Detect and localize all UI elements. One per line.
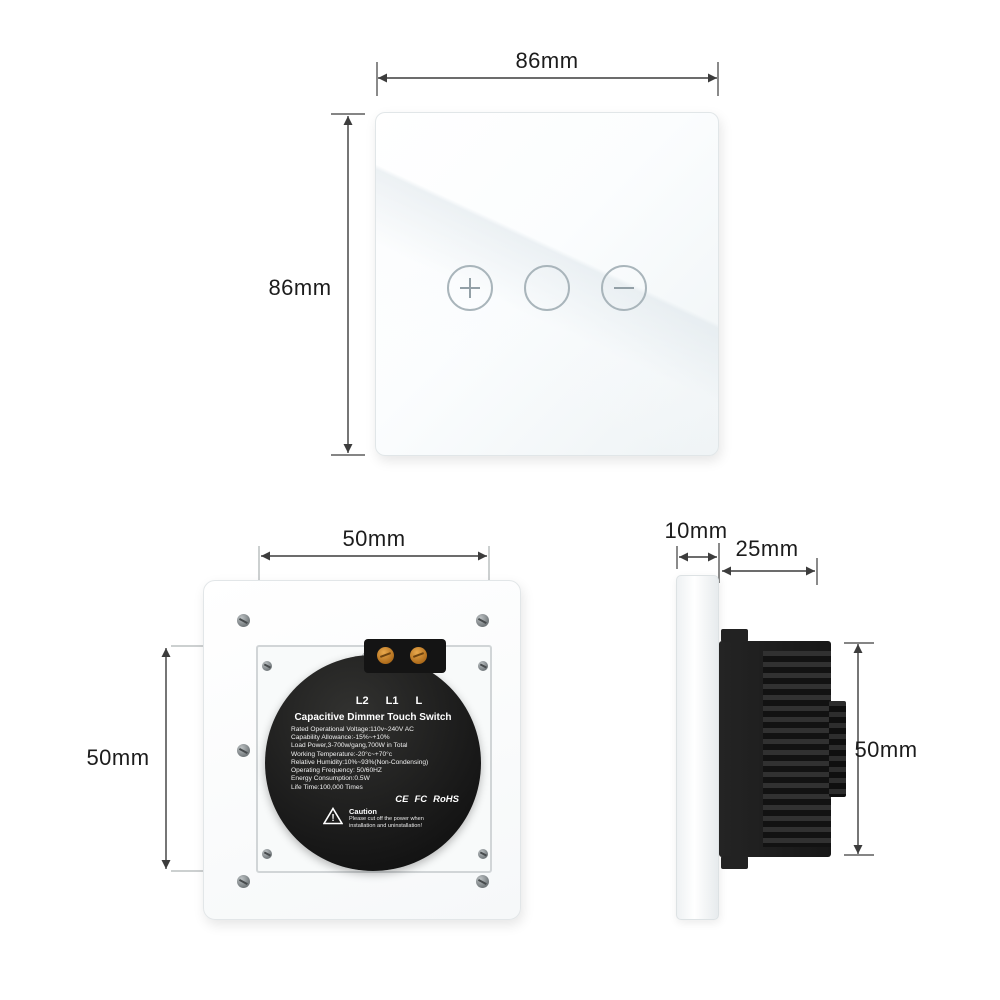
fc-mark: FC (414, 793, 428, 805)
plate-screw (237, 875, 250, 888)
spec-line: Rated Operational Voltage:110v~240V AC (291, 726, 414, 733)
terminal-label-l1: L1 (385, 695, 399, 707)
spec-line: Relative Humidity:10%~93%(Non-Condensing… (291, 758, 429, 766)
front-width-dim-label: 86mm (515, 48, 579, 73)
terminal-labels: L2 L1 L (281, 695, 481, 707)
touch-controls (376, 265, 718, 311)
minus-icon (614, 278, 634, 298)
module-title: Capacitive Dimmer Touch Switch (294, 712, 452, 723)
terminal-block (364, 639, 446, 673)
plate-screw (237, 744, 250, 757)
spec-line: Capability Allowance:-15%~+10% (291, 734, 390, 742)
certification-marks: CE FC RoHS (265, 794, 459, 805)
module-height-dim-label: 50mm (854, 737, 918, 762)
caution-block: ! Caution Please cut off the power when … (323, 806, 481, 830)
spec-line: Load Power,3-700w/gang,700W in Total (291, 742, 408, 750)
plate-screw (476, 875, 489, 888)
spec-line: Operating Frequency: 50/60HZ (291, 767, 382, 775)
module-spec-list: Rated Operational Voltage:110v~240V AC C… (291, 726, 455, 792)
module-rear-step (829, 701, 846, 797)
brightness-up-button (447, 265, 493, 311)
dimmer-module-back: L2 L1 L Capacitive Dimmer Touch Switch R… (265, 655, 481, 871)
terminal-screw-brass (377, 647, 394, 664)
spec-line: Working Temperature:-20°c~+70°c (291, 750, 393, 758)
rohs-mark: RoHS (433, 793, 459, 805)
back-view-mounting-plate: L2 L1 L Capacitive Dimmer Touch Switch R… (203, 580, 521, 920)
mounting-tab-top (721, 629, 748, 642)
brightness-down-button (601, 265, 647, 311)
front-view-glass-panel (375, 112, 719, 456)
frame-screw (478, 661, 488, 671)
caution-title: Caution (349, 806, 377, 816)
ce-mark: CE (395, 793, 409, 805)
warning-exclamation: ! (331, 813, 334, 824)
caution-text: Please cut off the power when installati… (349, 815, 424, 829)
frame-screw (262, 849, 272, 859)
front-height-dim-label: 86mm (268, 275, 332, 300)
terminal-label-l: L (415, 695, 423, 707)
side-view-module-body (719, 629, 846, 869)
plate-screw (237, 614, 250, 627)
plus-icon (460, 278, 480, 298)
side-view-glass-edge (676, 575, 719, 920)
terminal-screw-brass (410, 647, 427, 664)
back-width-dim-label: 50mm (342, 526, 406, 551)
spec-line: Life Time:100,000 Times (291, 783, 363, 791)
spec-line: Energy Consumption:0.5W (291, 775, 370, 783)
heatsink-fins (763, 651, 831, 847)
plate-screw (476, 614, 489, 627)
module-depth-dim-label: 25mm (735, 536, 799, 561)
terminal-label-l2: L2 (355, 695, 369, 707)
power-touch-button (524, 265, 570, 311)
frame-screw (478, 849, 488, 859)
warning-icon: ! (323, 806, 343, 825)
frame-screw (262, 661, 272, 671)
glass-thickness-dim-label: 10mm (664, 518, 728, 543)
back-height-dim-label: 50mm (86, 745, 150, 770)
mounting-tab-bottom (721, 856, 748, 869)
caution-text-block: Caution Please cut off the power when in… (349, 807, 427, 830)
